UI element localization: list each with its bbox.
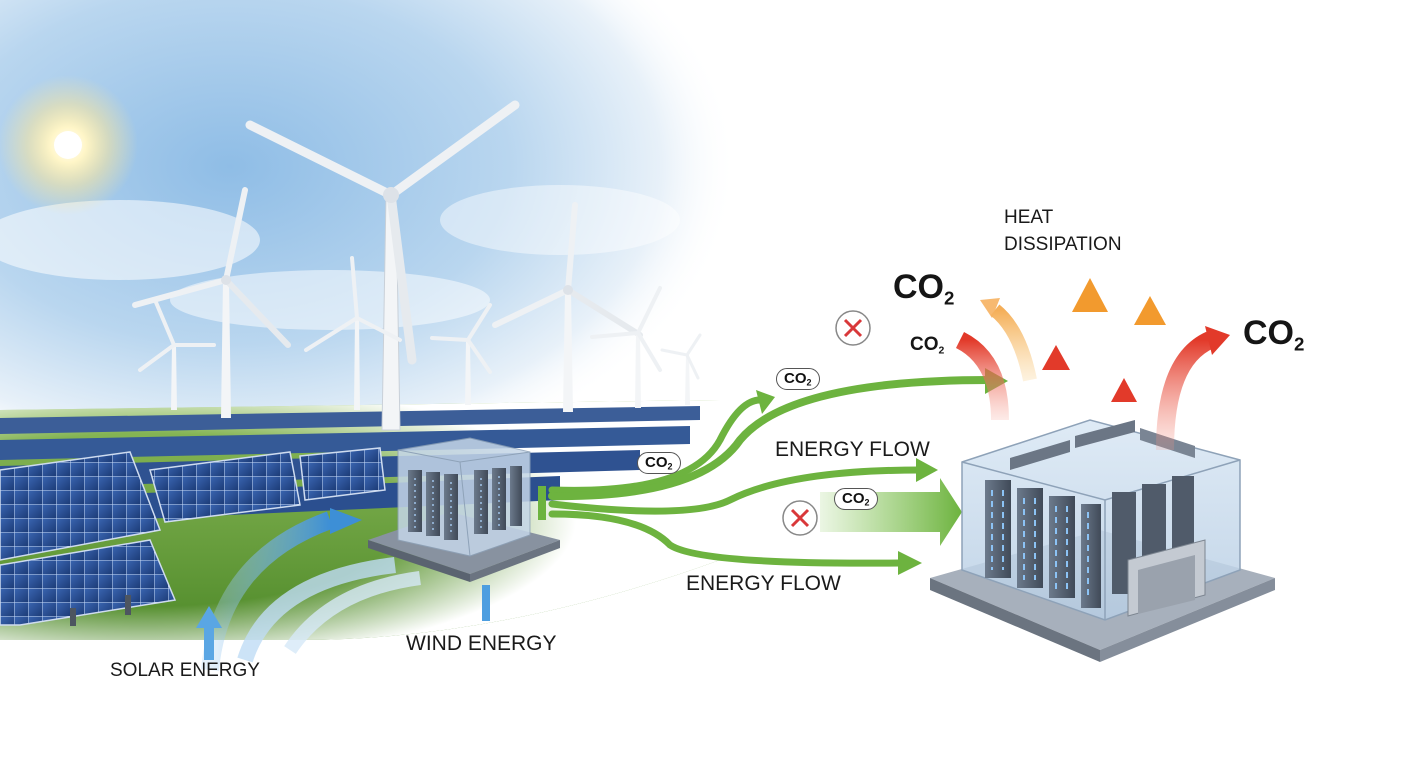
co2-bubble-1: CO2 [776,368,820,390]
wind-turbine-icon [132,100,702,431]
heat-dissipation-label-line1: HEAT [1004,207,1054,228]
blocked-x-icon [782,310,871,536]
energy-flow-label-top: ENERGY FLOW [775,438,930,461]
sun-icon [0,75,138,215]
energy-flow-label-bottom: ENERGY FLOW [686,572,841,595]
solar-panel-icon [0,447,386,626]
energy-arrow-icon [538,368,1008,575]
co2-label-large-left: CO2 [893,268,955,309]
solar-energy-arrows [196,508,490,671]
co2-label-medium: CO2 [910,334,945,357]
solar-energy-label: SOLAR ENERGY [110,660,260,681]
server-rack-icon [368,437,560,582]
co2-bubble-2: CO2 [637,452,681,474]
wind-energy-label: WIND ENERGY [406,632,557,655]
heat-dissipation-label-line2: DISSIPATION [1004,234,1122,255]
heat-arrow-icon [955,278,1230,470]
co2-label-large-right: CO2 [1243,314,1305,355]
data-center-icon [930,419,1275,662]
co2-bubble-3: CO2 [834,488,878,510]
